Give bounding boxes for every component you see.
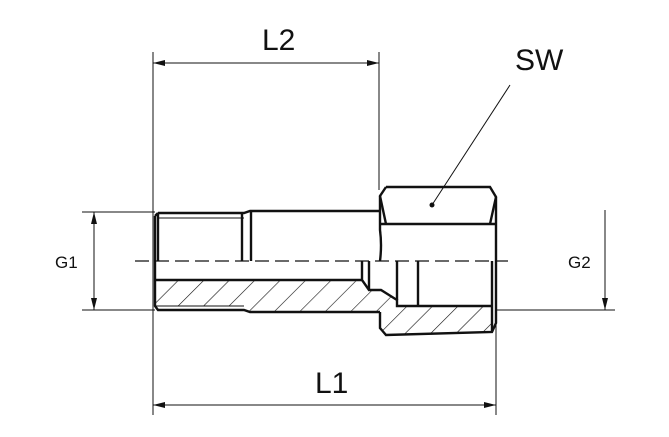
- dimension-g2: [602, 210, 608, 310]
- label-g1: G1: [55, 253, 78, 272]
- dimension-l2: [153, 60, 379, 66]
- label-l2: L2: [262, 24, 295, 57]
- fitting-outline: [153, 185, 498, 337]
- section-hatch: [155, 280, 492, 335]
- sw-leader: [429, 84, 511, 208]
- extension-lines: [82, 52, 615, 415]
- label-l1: L1: [315, 367, 348, 400]
- label-g2: G2: [568, 253, 591, 272]
- label-sw: SW: [515, 44, 564, 77]
- dimension-l1: [153, 402, 496, 408]
- dimension-g1: [91, 212, 97, 310]
